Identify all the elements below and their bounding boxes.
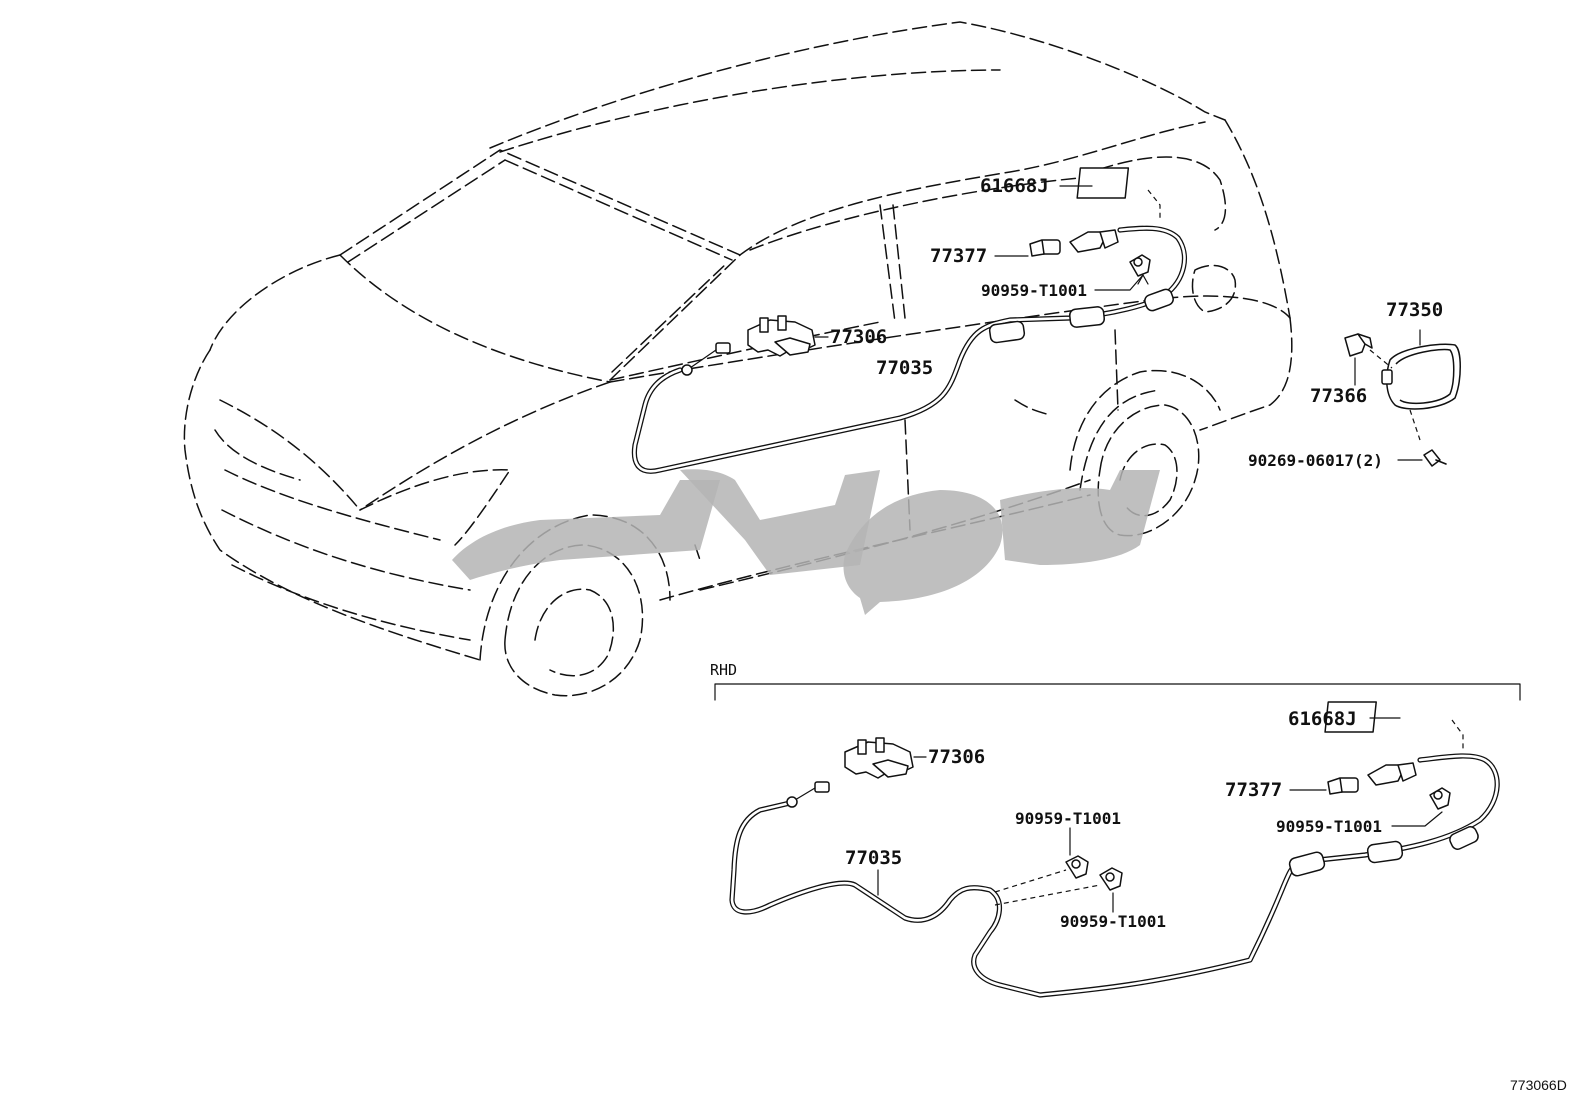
diagram-code: 773066D <box>1510 1077 1567 1093</box>
cable-clamp-rhd-center-top <box>1065 855 1089 879</box>
opener-cable-top <box>631 225 1188 474</box>
callout-77366: 77366 <box>1310 385 1367 407</box>
callout-90959-top: 90959-T1001 <box>981 281 1087 300</box>
cable-clamp-rhd-right <box>1429 787 1451 810</box>
callout-90959-rhd-right: 90959-T1001 <box>1276 817 1382 836</box>
callout-77035-top: 77035 <box>876 357 933 379</box>
callout-77306-top: 77306 <box>830 326 887 348</box>
callout-77377-rhd: 77377 <box>1225 779 1282 801</box>
callout-61668j-rhd: 61668J <box>1288 708 1357 730</box>
callout-77350: 77350 <box>1386 299 1443 321</box>
fuel-filler-door <box>1381 343 1461 410</box>
callout-90269: 90269-06017(2) <box>1248 451 1383 470</box>
cable-clamp-top <box>1129 254 1151 277</box>
callout-90959-rhd-center-top: 90959-T1001 <box>1015 809 1121 828</box>
callout-77377-top: 77377 <box>930 245 987 267</box>
caution-label-rhd <box>1324 701 1377 733</box>
door-hinge-77366 <box>1344 333 1373 357</box>
lock-cylinder-top <box>1029 229 1119 257</box>
watermark-logo <box>452 469 1160 615</box>
cable-clamp-rhd-center-bottom <box>1099 867 1123 891</box>
callout-77306-rhd: 77306 <box>928 746 985 768</box>
opener-lever-top <box>747 315 816 357</box>
opener-lever-rhd <box>844 737 914 779</box>
vehicle-outline <box>183 21 1293 697</box>
rhd-bracket <box>714 683 1521 701</box>
caution-label-top <box>1076 167 1130 199</box>
callout-90959-rhd-center-bottom: 90959-T1001 <box>1060 912 1166 931</box>
callout-77035-rhd: 77035 <box>845 847 902 869</box>
callout-61668j-top: 61668J <box>980 175 1049 197</box>
rhd-section-label: RHD <box>710 661 737 679</box>
opener-cable-rhd <box>729 753 1500 998</box>
screw-90269 <box>1423 449 1447 467</box>
lock-cylinder-rhd <box>1327 762 1417 795</box>
